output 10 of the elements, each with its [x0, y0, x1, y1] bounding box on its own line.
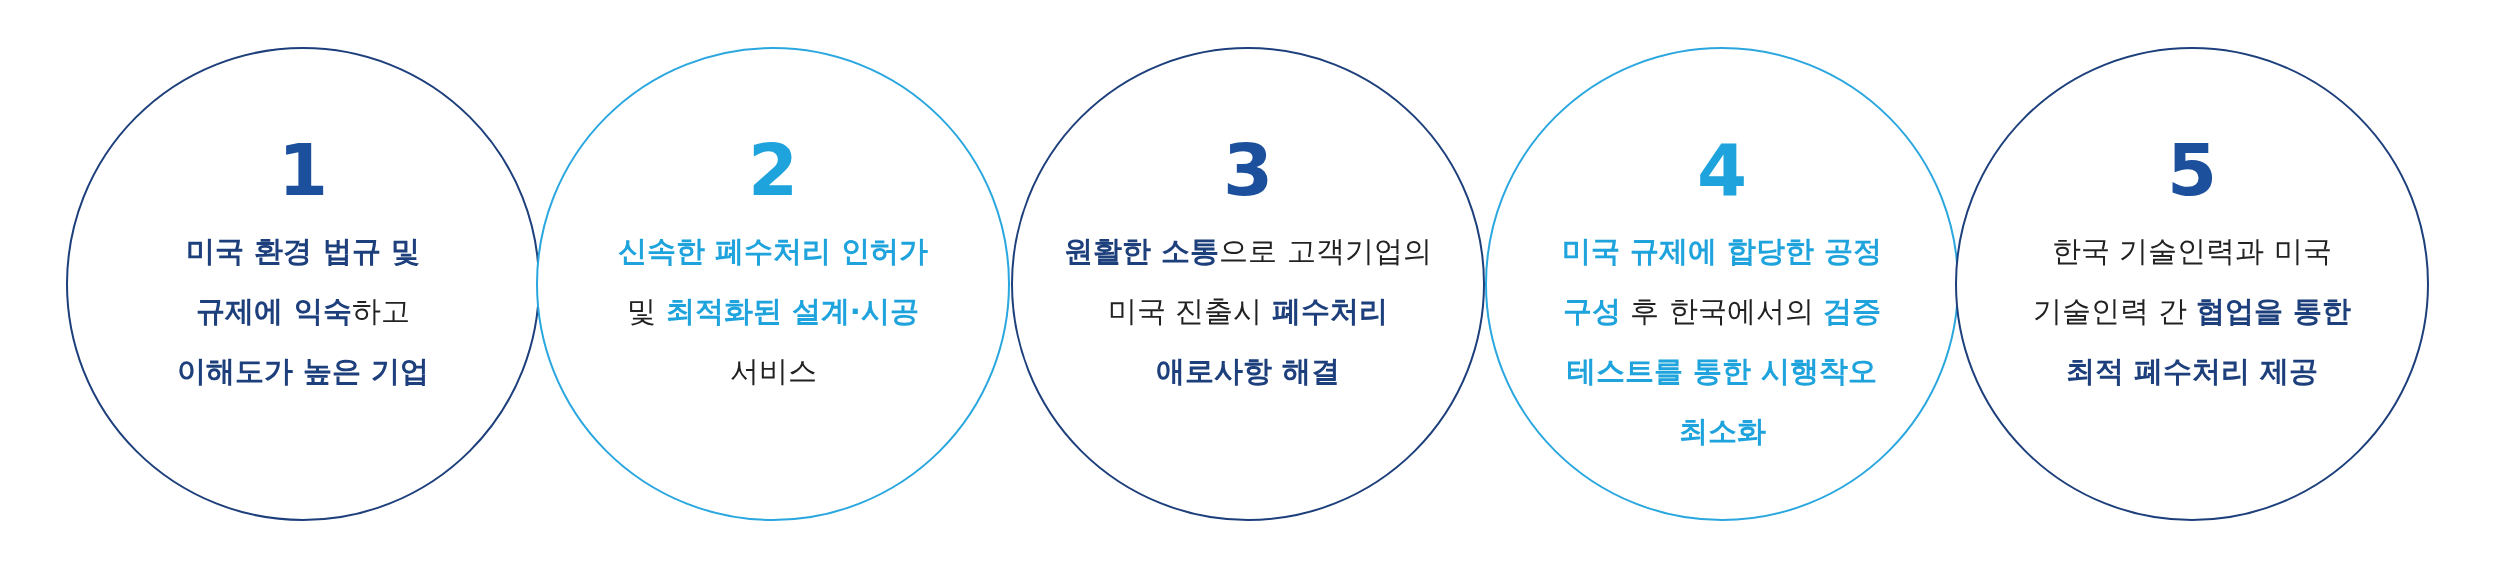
step-number: 3	[1222, 127, 1274, 213]
step-number: 1	[277, 127, 329, 213]
step-description: 한국 기술인력과 미국 기술인력 간 협업을 통한 최적 폐수처리 제공	[2031, 233, 2353, 390]
step-number: 2	[747, 127, 799, 213]
step-description: 원활한 소통으로 고객기업의 미국 진출시 폐수처리 애로사항 해결	[1063, 233, 1433, 390]
step-number: 5	[2166, 127, 2218, 213]
step-number: 4	[1696, 127, 1748, 213]
step-description: 미국 규제에 합당한 공정 구성 후 한국에서의 검증 테스트를 통한 시행착오 최소화	[1560, 233, 1884, 450]
step-description: 신속한 폐수처리 인허가 및 최적화된 설계·시공 서비스	[616, 233, 930, 390]
step-description: 미국 환경 법규 및 규제에 익숙하고 이해도가 높은 기업	[175, 233, 431, 390]
